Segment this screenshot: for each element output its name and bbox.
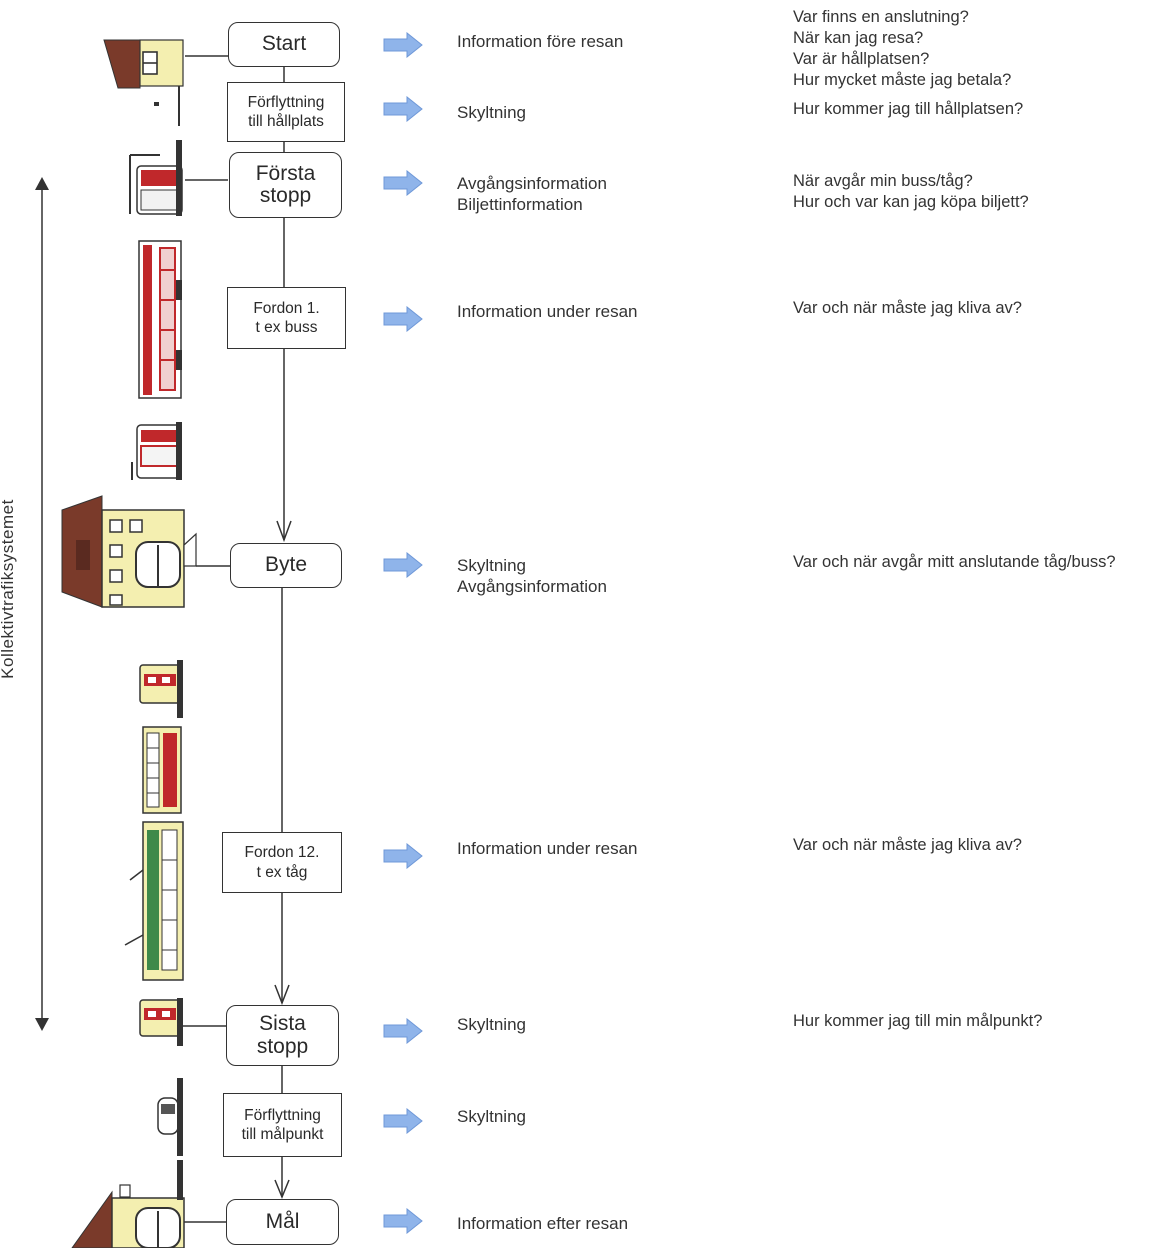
question-line: Hur och var kan jag köpa biljett? <box>793 193 1029 211</box>
station-building-icon <box>61 495 197 608</box>
info-text: Skyltning <box>457 1106 526 1127</box>
question-line: Hur mycket måste jag betala? <box>793 71 1012 89</box>
info-text: Avgångsinformation Biljettinformation <box>457 173 607 215</box>
info-line: Avgångsinformation <box>457 174 607 193</box>
info-line: Information under resan <box>457 302 638 321</box>
step-label: Förflyttning <box>244 1106 321 1124</box>
flow-arrowhead <box>274 1179 290 1199</box>
question-line: Var och när avgår mitt anslutande tåg/bu… <box>793 553 1116 571</box>
info-line: Avgångsinformation <box>457 577 607 596</box>
question-line: Var finns en anslutning? <box>793 8 969 26</box>
question-text: Var finns en anslutning? När kan jag res… <box>793 7 1011 91</box>
double-headed-arrow-icon <box>35 177 49 1031</box>
question-text: Hur kommer jag till min målpunkt? <box>793 1011 1042 1032</box>
info-text: Information under resan <box>457 838 638 859</box>
right-arrow-icon <box>383 1108 423 1134</box>
step-start: Start <box>228 22 340 67</box>
info-line: Information före resan <box>457 32 624 51</box>
right-arrow-icon <box>383 96 423 122</box>
info-text: Information under resan <box>457 301 638 322</box>
step-label: stopp <box>259 184 312 207</box>
info-text: Information efter resan <box>457 1213 628 1234</box>
step-transfer-to-destination: Förflyttning till målpunkt <box>223 1093 342 1157</box>
step-label: Mål <box>265 1209 300 1233</box>
flow-arrowhead <box>274 984 290 1006</box>
step-last-stop: Sista stopp <box>226 1005 339 1066</box>
step-label: Byte <box>264 553 308 577</box>
question-line: Var och när måste jag kliva av? <box>793 836 1022 854</box>
info-line: Information under resan <box>457 839 638 858</box>
right-arrow-icon <box>383 843 423 869</box>
car-icon <box>157 1078 183 1156</box>
question-line: När avgår min buss/tåg? <box>793 172 973 190</box>
question-line: Var är hållplatsen? <box>793 50 930 68</box>
step-label: t ex tåg <box>256 863 308 881</box>
step-label: Sista <box>259 1012 306 1036</box>
question-text: Hur kommer jag till hållplatsen? <box>793 99 1023 120</box>
axis-label: Kollektivtrafiksystemet <box>0 499 17 679</box>
step-change: Byte <box>230 543 342 588</box>
step-first-stop: Första stopp <box>229 152 342 218</box>
step-label: t ex buss <box>255 319 318 336</box>
right-arrow-icon <box>383 32 423 58</box>
info-line: Skyltning <box>457 103 526 122</box>
bus-icon <box>131 422 182 480</box>
bus-icon <box>129 140 183 216</box>
info-line: Skyltning <box>457 1015 526 1034</box>
train-icon <box>124 821 184 981</box>
info-line: Skyltning <box>457 556 526 575</box>
right-arrow-icon <box>383 306 423 332</box>
question-text: Var och när avgår mitt anslutande tåg/bu… <box>793 552 1116 573</box>
question-line: Var och när måste jag kliva av? <box>793 299 1022 317</box>
step-label: Fordon 12. <box>244 844 320 862</box>
question-text: När avgår min buss/tåg? Hur och var kan … <box>793 171 1029 213</box>
flow-arrowhead <box>276 520 292 543</box>
info-text: Skyltning Avgångsinformation <box>457 555 607 597</box>
step-label: Förflyttning <box>247 93 325 111</box>
tram-icon <box>139 998 183 1046</box>
bus-icon <box>138 240 182 399</box>
house-icon <box>71 1160 185 1248</box>
right-arrow-icon <box>383 1018 423 1044</box>
question-text: Var och när måste jag kliva av? <box>793 835 1022 856</box>
info-text: Information före resan <box>457 31 623 52</box>
step-label: stopp <box>256 1034 309 1058</box>
step-label: Första <box>255 161 316 185</box>
bus-stop-icon <box>154 86 180 126</box>
tram-icon <box>139 660 183 718</box>
house-icon <box>103 39 184 89</box>
right-arrow-icon <box>383 552 423 578</box>
step-vehicle-12: Fordon 12. t ex tåg <box>222 832 342 893</box>
step-destination: Mål <box>226 1199 339 1245</box>
question-line: Hur kommer jag till min målpunkt? <box>793 1012 1043 1030</box>
step-label: till hållplats <box>248 113 324 130</box>
question-line: Hur kommer jag till hållplatsen? <box>793 100 1024 118</box>
train-icon <box>142 726 182 814</box>
step-label: Fordon 1. <box>253 299 320 317</box>
question-text: Var och när måste jag kliva av? <box>793 298 1022 319</box>
question-line: När kan jag resa? <box>793 29 924 47</box>
step-vehicle-1: Fordon 1. t ex buss <box>227 287 346 349</box>
info-text: Skyltning <box>457 1014 526 1035</box>
info-line: Skyltning <box>457 1107 526 1126</box>
step-transfer-to-stop: Förflyttning till hållplats <box>227 82 345 142</box>
step-label: till målpunkt <box>241 1126 324 1143</box>
right-arrow-icon <box>383 1208 423 1234</box>
info-line: Information efter resan <box>457 1214 629 1233</box>
right-arrow-icon <box>383 170 423 196</box>
step-label: Start <box>261 32 307 56</box>
info-line: Biljettinformation <box>457 195 583 214</box>
info-text: Skyltning <box>457 102 526 123</box>
